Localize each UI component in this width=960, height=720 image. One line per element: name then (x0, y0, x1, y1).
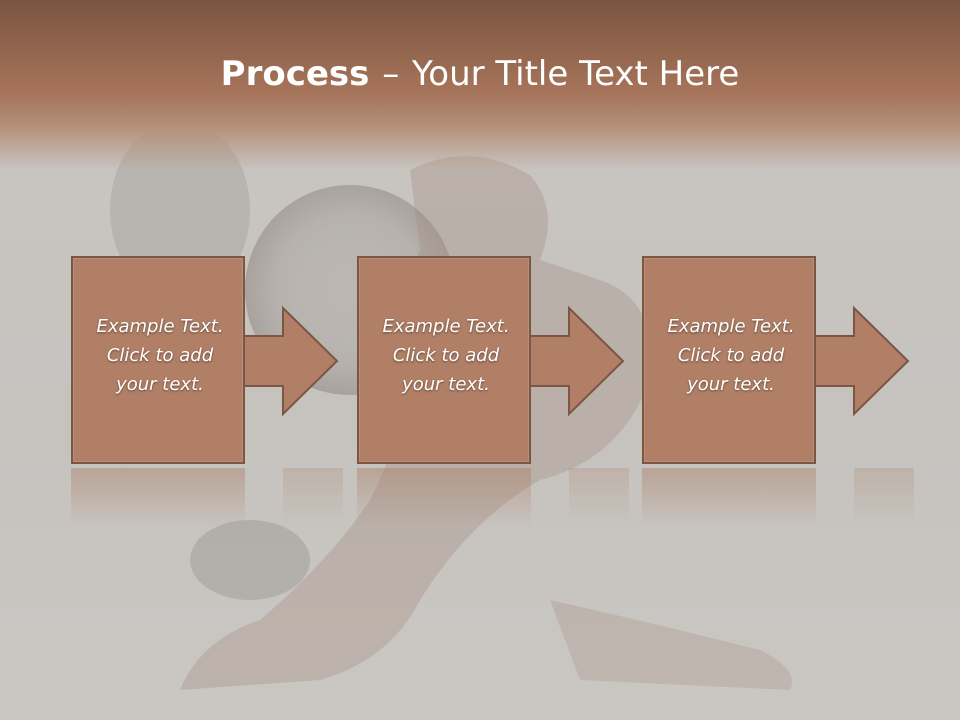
step-reflection (357, 468, 531, 528)
step-box[interactable]: Example Text. Click to add your text. (642, 256, 816, 464)
arrow-right-icon (242, 305, 339, 417)
step-text-line: your text. (402, 374, 490, 395)
step-text-line: Example Text. (667, 316, 795, 337)
arrow-reflection (283, 468, 343, 528)
step-text-line: Click to add (392, 345, 500, 366)
process-step-2: Example Text. Click to add your text. (357, 256, 697, 466)
step-text[interactable]: Example Text. Click to add your text. (73, 312, 247, 399)
step-text-line: your text. (116, 374, 204, 395)
arrow-right-icon (528, 305, 625, 417)
arrow-reflection (854, 468, 914, 528)
title-bold: Process (220, 54, 370, 94)
process-step-1: Example Text. Click to add your text. (71, 256, 411, 466)
step-text[interactable]: Example Text. Click to add your text. (359, 312, 533, 399)
step-text-line: Example Text. (96, 316, 224, 337)
step-text-line: Click to add (677, 345, 785, 366)
arrow-reflection (569, 468, 629, 528)
step-reflection (642, 468, 816, 528)
arrow-right-icon (813, 305, 910, 417)
process-step-3: Example Text. Click to add your text. (642, 256, 960, 466)
step-text-line: your text. (687, 374, 775, 395)
slide-title[interactable]: Process – Your Title Text Here (0, 52, 960, 96)
header-band (0, 0, 960, 170)
step-text-line: Example Text. (382, 316, 510, 337)
title-text: Your Title Text Here (412, 54, 740, 94)
step-text-line: Click to add (106, 345, 214, 366)
step-box[interactable]: Example Text. Click to add your text. (71, 256, 245, 464)
title-separator: – (382, 54, 400, 94)
step-box[interactable]: Example Text. Click to add your text. (357, 256, 531, 464)
step-text[interactable]: Example Text. Click to add your text. (644, 312, 818, 399)
step-reflection (71, 468, 245, 528)
